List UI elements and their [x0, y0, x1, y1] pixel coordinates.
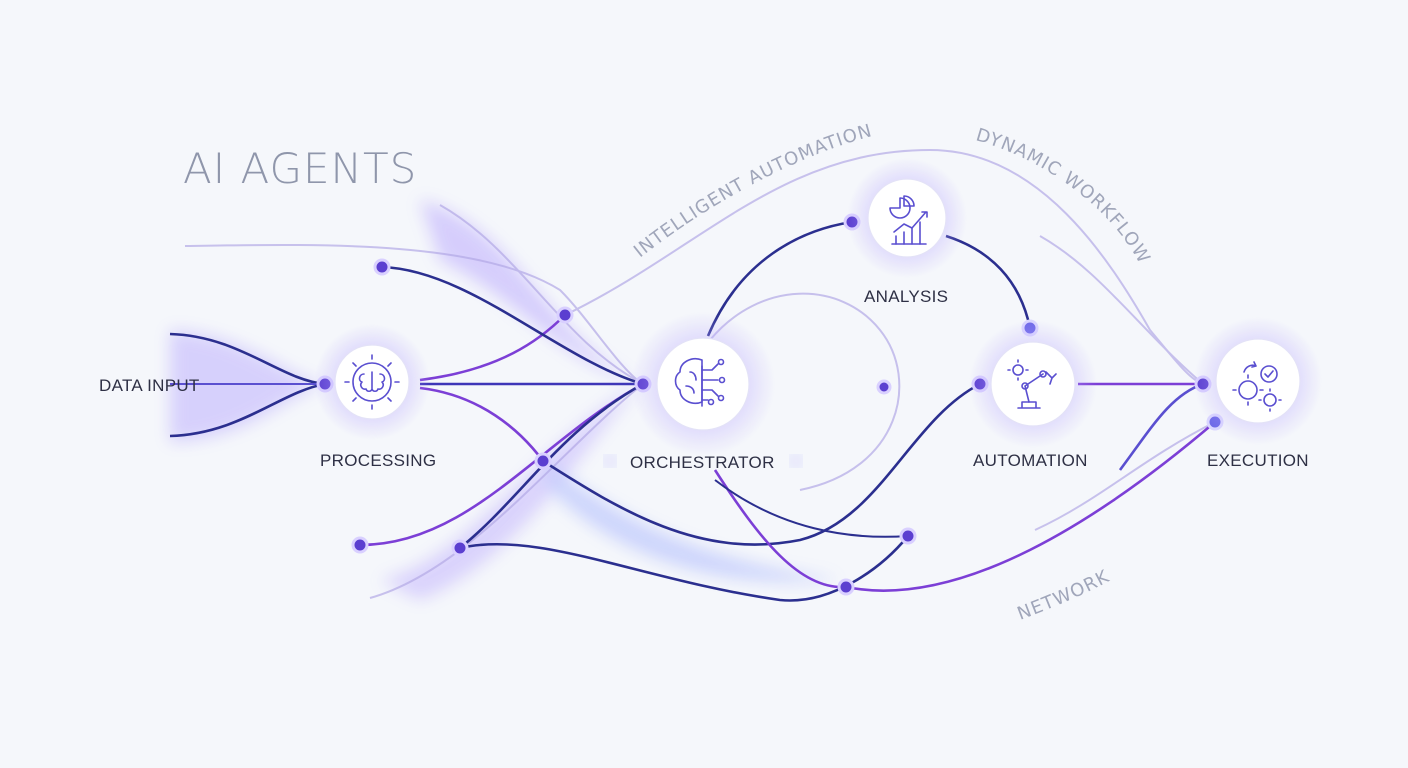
- dot-lower-left-a[interactable]: [351, 536, 369, 554]
- dot-upper-left[interactable]: [373, 258, 391, 276]
- node-orchestrator[interactable]: [631, 312, 775, 456]
- path-label-network: NETWORK: [1014, 566, 1113, 625]
- glow-ribbons: [170, 200, 840, 600]
- faint-connections: [184, 148, 1216, 599]
- node-label-data-input: DATA INPUT: [99, 376, 200, 395]
- node-automation[interactable]: [969, 320, 1097, 448]
- dot-intelligent-start[interactable]: [556, 306, 574, 324]
- dot-lower-left-b[interactable]: [451, 539, 469, 557]
- node-analysis[interactable]: [847, 158, 967, 278]
- node-label-automation: AUTOMATION: [973, 451, 1088, 470]
- path-label-dynamic-workflow: DYNAMIC WORKFLOW: [974, 125, 1155, 268]
- glow-dot-left: [605, 456, 615, 466]
- dot-orchestrator-loop[interactable]: [876, 379, 892, 395]
- path-label-intelligent-automation: INTELLIGENT AUTOMATION: [630, 120, 875, 262]
- dot-lower-mid-right[interactable]: [899, 527, 917, 545]
- node-processing[interactable]: [314, 324, 430, 440]
- node-label-orchestrator: ORCHESTRATOR: [630, 453, 775, 472]
- main-connections: [169, 220, 1216, 602]
- glow-dot-right: [791, 456, 801, 466]
- dot-orchestrator-lower[interactable]: [534, 452, 552, 470]
- robot-arm-icon: [1007, 359, 1057, 409]
- chart-analytics-icon: [889, 195, 928, 245]
- diagram-title: AI AGENTS: [183, 144, 417, 193]
- gears-check-icon: [1232, 361, 1282, 412]
- circuit-brain-icon: [674, 357, 726, 407]
- node-execution[interactable]: [1194, 317, 1322, 445]
- dot-lower-mid[interactable]: [837, 578, 855, 596]
- node-label-processing: PROCESSING: [320, 451, 436, 470]
- brain-gear-icon: [344, 354, 400, 410]
- node-label-execution: EXECUTION: [1207, 451, 1309, 470]
- node-label-analysis: ANALYSIS: [864, 287, 948, 306]
